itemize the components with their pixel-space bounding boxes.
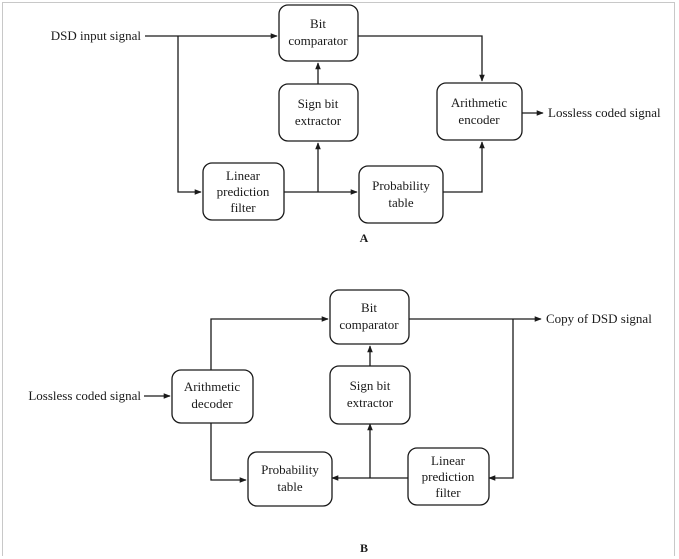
b-linear-prediction-filter-line-3: filter <box>435 485 461 500</box>
a-linear-prediction-filter-line-2: prediction <box>217 184 270 199</box>
a-linear-prediction-filter-line-1: Linear <box>226 168 261 183</box>
a-wire-table-to-encoder <box>443 141 485 193</box>
diagram-b: Lossless coded signal Copy of DSD signal… <box>28 289 652 555</box>
b-linear-prediction-filter-block: Linear prediction filter <box>407 447 490 506</box>
a-linear-prediction-filter-block: Linear prediction filter <box>202 162 285 221</box>
a-arithmetic-encoder-line-2: encoder <box>458 112 500 127</box>
b-caption: B <box>360 541 368 555</box>
b-bit-comparator-block: Bit comparator <box>329 289 410 345</box>
b-probability-table-line-2: table <box>277 479 302 494</box>
a-bit-comparator-block: Bit comparator <box>278 4 359 62</box>
diagram-a-connectors <box>145 33 544 195</box>
b-linear-prediction-filter-line-2: prediction <box>422 469 475 484</box>
a-linear-prediction-filter-line-3: filter <box>230 200 256 215</box>
a-sign-bit-extractor-block: Sign bit extractor <box>278 83 359 142</box>
diagram-b-connectors <box>144 316 542 483</box>
b-sign-bit-extractor-line-1: Sign bit <box>350 378 391 393</box>
a-sign-bit-extractor-line-1: Sign bit <box>298 96 339 111</box>
b-probability-table-line-1: Probability <box>261 462 319 477</box>
a-wire-input-to-filter <box>177 36 202 195</box>
b-sign-bit-extractor-block: Sign bit extractor <box>329 365 411 425</box>
a-wire-comparator-to-encoder <box>358 35 485 82</box>
b-bit-comparator-line-1: Bit <box>361 300 377 315</box>
a-caption: A <box>360 231 369 245</box>
b-arithmetic-decoder-line-2: decoder <box>191 396 233 411</box>
b-wire-output-to-filter <box>488 319 514 481</box>
a-input-label: DSD input signal <box>51 28 142 43</box>
a-bit-comparator-line-1: Bit <box>310 16 326 31</box>
a-output-label: Lossless coded signal <box>548 105 661 120</box>
b-bit-comparator-line-2: comparator <box>339 317 399 332</box>
b-probability-table-block: Probability table <box>247 451 333 507</box>
b-linear-prediction-filter-line-1: Linear <box>431 453 466 468</box>
a-arithmetic-encoder-block: Arithmetic encoder <box>436 82 523 141</box>
a-sign-bit-extractor-line-2: extractor <box>295 113 342 128</box>
b-wire-decoder-to-comparator <box>210 316 329 370</box>
a-arithmetic-encoder-line-1: Arithmetic <box>451 95 508 110</box>
a-bit-comparator-line-2: comparator <box>288 33 348 48</box>
b-arithmetic-decoder-line-1: Arithmetic <box>184 379 241 394</box>
b-input-label: Lossless coded signal <box>28 388 141 403</box>
b-arithmetic-decoder-block: Arithmetic decoder <box>171 369 254 424</box>
a-probability-table-line-1: Probability <box>372 178 430 193</box>
a-probability-table-line-2: table <box>388 195 413 210</box>
diagram-a: DSD input signal Lossless coded signal B… <box>51 4 661 245</box>
b-sign-bit-extractor-line-2: extractor <box>347 395 394 410</box>
b-output-label: Copy of DSD signal <box>546 311 652 326</box>
a-probability-table-block: Probability table <box>358 165 444 224</box>
b-wire-decoder-to-table <box>210 423 247 483</box>
